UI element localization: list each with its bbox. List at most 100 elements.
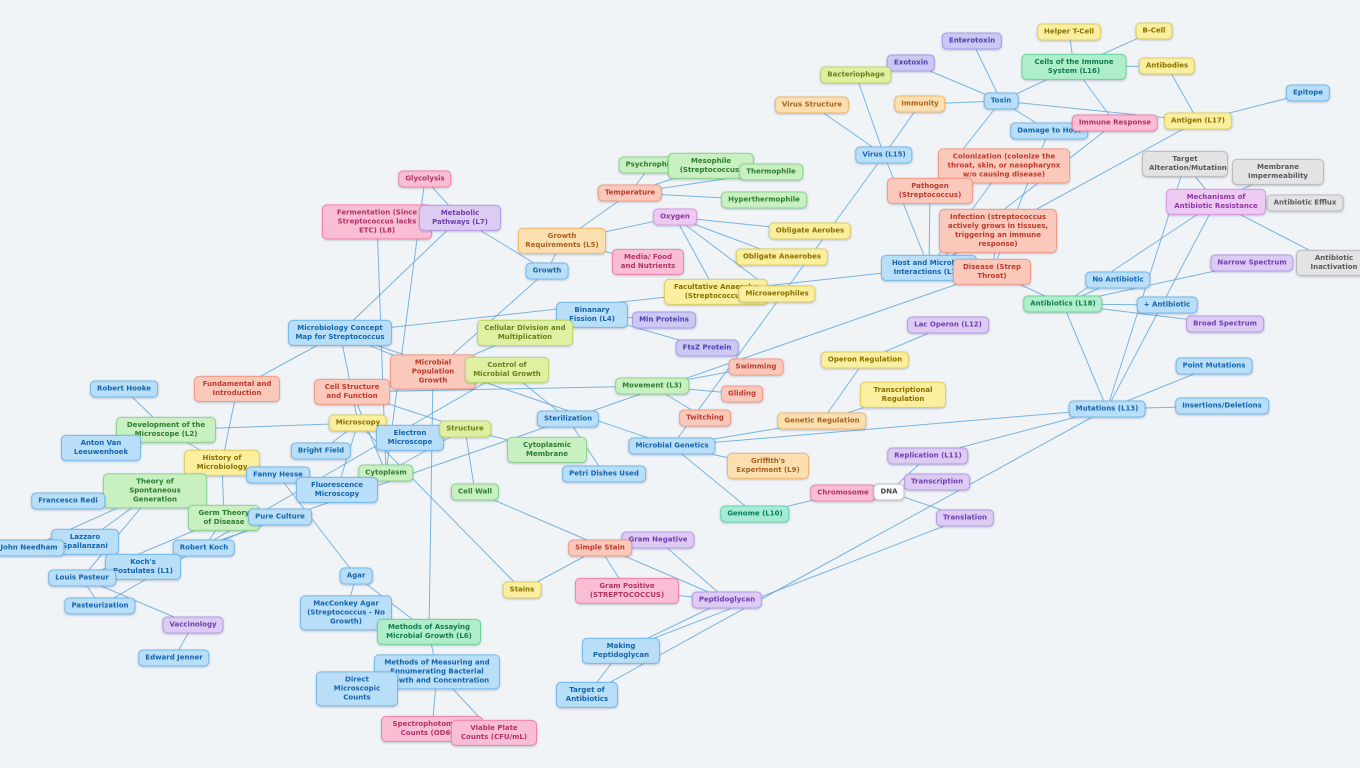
- node-immune-response[interactable]: Immune Response: [1071, 114, 1159, 132]
- node-infection[interactable]: Infection (streptococcus actively grows …: [939, 208, 1057, 254]
- node-virus[interactable]: Virus (L15): [855, 146, 913, 164]
- node-sterilization[interactable]: Sterilization: [536, 410, 600, 428]
- node-bright-field[interactable]: Bright Field: [290, 442, 352, 460]
- node-genome[interactable]: Genome (L10): [720, 505, 790, 523]
- node-gliding[interactable]: Gliding: [721, 385, 763, 403]
- node-mutations[interactable]: Mutations (L13): [1068, 400, 1146, 418]
- node-viable-plate[interactable]: Viable Plate Counts (CFU/mL): [451, 719, 537, 747]
- node-gram-negative[interactable]: Gram Negative: [621, 531, 695, 549]
- node-oxygen[interactable]: Oxygen: [653, 208, 697, 226]
- node-membrane-imperm[interactable]: Membrane Impermeability: [1232, 158, 1324, 186]
- node-theory-spontaneous[interactable]: Theory of Spontaneous Generation: [103, 473, 207, 509]
- node-john-needham[interactable]: John Needham: [0, 539, 65, 557]
- node-macconkey[interactable]: MacConkey Agar (Streptococcus - No Growt…: [300, 595, 392, 631]
- node-insertions-deletions[interactable]: Insertions/Deletions: [1175, 397, 1269, 415]
- node-antigen[interactable]: Antigen (L17): [1164, 112, 1232, 130]
- node-plus-antibiotic[interactable]: + Antibiotic: [1136, 296, 1198, 314]
- node-chromosome[interactable]: Chromosome: [810, 484, 876, 502]
- node-francesco[interactable]: Francesco Redi: [31, 492, 105, 510]
- node-exotoxin[interactable]: Exotoxin: [886, 54, 936, 72]
- node-translation[interactable]: Translation: [936, 509, 994, 527]
- node-movement[interactable]: Movement (L3): [615, 377, 689, 395]
- node-structure[interactable]: Structure: [439, 420, 491, 438]
- node-disease[interactable]: Disease (Strep Throat): [953, 258, 1031, 286]
- node-twitching[interactable]: Twitching: [679, 409, 731, 427]
- node-colonization[interactable]: Colonization (colonize the throat, skin,…: [938, 148, 1070, 184]
- node-temperature[interactable]: Temperature: [597, 184, 663, 202]
- node-antibiotic-efflux[interactable]: Antibiotic Efflux: [1266, 194, 1344, 212]
- node-methods-assaying[interactable]: Methods of Assaying Microbial Growth (L6…: [377, 618, 481, 646]
- node-direct-counts[interactable]: Direct Microscopic Counts: [316, 671, 398, 707]
- node-media-food[interactable]: Media/ Food and Nutrients: [612, 248, 684, 276]
- node-vaccinology[interactable]: Vaccinology: [162, 616, 224, 634]
- node-fermentation[interactable]: Fermentation (Since Streptococcus lacks …: [322, 204, 432, 240]
- node-gram-positive[interactable]: Gram Positive (STREPTOCOCCUS): [575, 577, 679, 605]
- node-virus-structure[interactable]: Virus Structure: [774, 96, 850, 114]
- node-pasteurization[interactable]: Pasteurization: [64, 597, 136, 615]
- node-psychrophile[interactable]: Psychrophile: [618, 156, 684, 174]
- node-glycolysis[interactable]: Glycolysis: [398, 170, 452, 188]
- node-peptidoglycan[interactable]: Peptidoglycan: [691, 591, 763, 609]
- node-electron-microscope[interactable]: Electron Microscope: [376, 424, 444, 452]
- node-antibiotic-inactivation[interactable]: Antibiotic Inactivation: [1296, 249, 1360, 277]
- node-dna[interactable]: DNA: [873, 483, 905, 501]
- node-edward-jenner[interactable]: Edward Jenner: [138, 649, 210, 667]
- node-cytoplasmic-membrane[interactable]: Cytoplasmic Membrane: [507, 436, 587, 464]
- node-damage-host[interactable]: Damage to Host: [1010, 122, 1088, 140]
- node-petri-dishes[interactable]: Petri Dishes Used: [562, 465, 646, 483]
- node-microbial-pop-growth[interactable]: Microbial Population Growth: [390, 354, 476, 390]
- node-concept-map[interactable]: Microbiology Concept Map for Streptococc…: [288, 319, 392, 347]
- node-fluorescence[interactable]: Fluorescence Microscopy: [296, 476, 378, 504]
- node-antibodies[interactable]: Antibodies: [1138, 57, 1196, 75]
- node-immunity[interactable]: Immunity: [894, 95, 946, 113]
- node-transcription[interactable]: Transcription: [904, 473, 970, 491]
- node-target-alteration[interactable]: Target Alteration/Mutation: [1142, 150, 1228, 178]
- node-transcriptional-reg[interactable]: Transcriptional Regulation: [860, 381, 946, 409]
- node-history[interactable]: History of Microbiology: [184, 449, 260, 477]
- node-pure-culture[interactable]: Pure Culture: [248, 508, 312, 526]
- node-thermophile[interactable]: Thermophile: [739, 163, 803, 181]
- node-enterotoxin[interactable]: Enterotoxin: [941, 32, 1003, 50]
- node-stains[interactable]: Stains: [502, 581, 542, 599]
- node-metabolic-pathways[interactable]: Metabolic Pathways (L7): [419, 204, 501, 232]
- node-point-mutations[interactable]: Point Mutations: [1175, 357, 1253, 375]
- node-fundamental[interactable]: Fundamental and Introduction: [194, 375, 280, 403]
- node-broad-spectrum[interactable]: Broad Spectrum: [1186, 315, 1264, 333]
- node-fanny-hesse[interactable]: Fanny Hesse: [246, 466, 310, 484]
- node-griffiths[interactable]: Griffith's Experiment (L9): [727, 452, 809, 480]
- node-control-microbial-growth[interactable]: Control of Microbial Growth: [465, 356, 549, 384]
- node-toxin[interactable]: Toxin: [983, 92, 1019, 110]
- node-growth-requirements[interactable]: Growth Requirements (L5): [518, 227, 606, 255]
- node-robert-hooke[interactable]: Robert Hooke: [90, 380, 158, 398]
- node-kochs-postulates[interactable]: Koch's Postulates (L1): [105, 553, 181, 581]
- node-hyperthermophile[interactable]: Hyperthermophile: [721, 191, 807, 209]
- node-cell-wall[interactable]: Cell Wall: [450, 483, 500, 501]
- node-min-proteins[interactable]: Min Proteins: [632, 311, 696, 329]
- node-no-antibiotic[interactable]: No Antibiotic: [1085, 271, 1151, 289]
- node-genetic-regulation[interactable]: Genetic Regulation: [777, 412, 867, 430]
- node-agar[interactable]: Agar: [339, 567, 373, 585]
- node-helper-t-cell[interactable]: Helper T-Cell: [1037, 23, 1101, 41]
- node-cell-structure[interactable]: Cell Structure and Function: [314, 378, 390, 406]
- node-bacteriophage[interactable]: Bacteriophage: [820, 66, 892, 84]
- node-b-cell[interactable]: B-Cell: [1135, 22, 1173, 40]
- node-obligate-aerobes[interactable]: Obligate Aerobes: [768, 222, 852, 240]
- node-epitope[interactable]: Epitope: [1285, 84, 1331, 102]
- node-cellular-division[interactable]: Cellular Division and Multiplication: [477, 319, 573, 347]
- node-louis-pasteur[interactable]: Louis Pasteur: [48, 569, 116, 587]
- node-ftsz[interactable]: FtsZ Protein: [675, 339, 739, 357]
- node-simple-stain[interactable]: Simple Stain: [568, 539, 632, 557]
- node-cells-immune[interactable]: Cells of the Immune System (L16): [1021, 53, 1127, 81]
- node-narrow-spectrum[interactable]: Narrow Spectrum: [1210, 254, 1294, 272]
- node-anton[interactable]: Anton Van Leeuwenhoek: [61, 434, 141, 462]
- node-germ-theory[interactable]: Germ Theory of Disease: [188, 504, 260, 532]
- node-pathogen[interactable]: Pathogen (Streptococcus): [887, 177, 973, 205]
- node-swimming[interactable]: Swimming: [728, 358, 784, 376]
- node-microscopy[interactable]: Microscopy: [328, 414, 388, 432]
- node-target-antibiotics[interactable]: Target of Antibiotics: [556, 681, 618, 709]
- node-obligate-anaerobes[interactable]: Obligate Anaerobes: [735, 248, 829, 266]
- node-microaerophiles[interactable]: Microaerophiles: [738, 285, 816, 303]
- node-making-peptidoglycan[interactable]: Making Peptidoglycan: [582, 637, 660, 665]
- node-mech-resistance[interactable]: Mechanisms of Antibiotic Resistance: [1166, 188, 1266, 216]
